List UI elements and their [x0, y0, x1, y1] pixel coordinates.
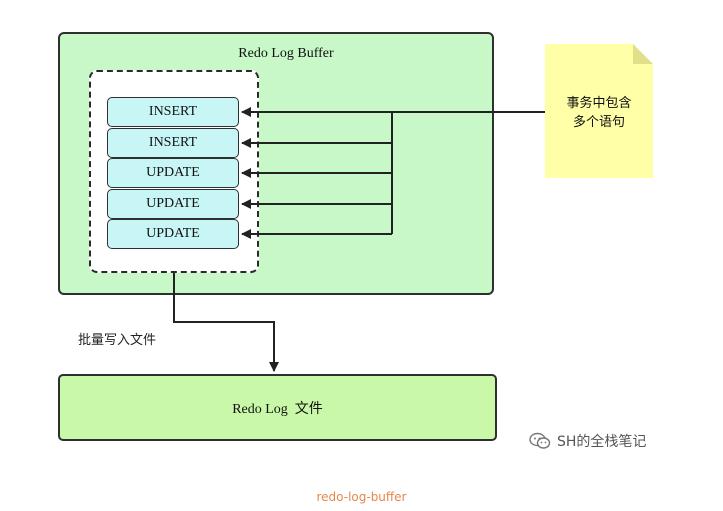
figure-caption: redo-log-buffer	[316, 490, 407, 504]
buffer-title: Redo Log Buffer	[238, 46, 334, 61]
write-label: 批量写入文件	[78, 333, 157, 348]
statement-box: INSERT	[107, 128, 239, 158]
transaction-note	[545, 44, 653, 178]
watermark: SH的全栈笔记	[529, 431, 646, 451]
wechat-icon	[529, 432, 551, 449]
statement-box: UPDATE	[107, 219, 239, 249]
statement-box: INSERT	[107, 97, 239, 127]
statement-box: UPDATE	[107, 189, 239, 219]
watermark-text: SH的全栈笔记	[557, 434, 647, 450]
note-text: 事务中包含 多个语句	[566, 96, 632, 130]
file-box-label: Redo Log 文件	[232, 401, 323, 417]
note-fold	[633, 44, 653, 64]
statement-box: UPDATE	[107, 158, 239, 188]
write-flow-arrow	[173, 273, 279, 372]
redo-log-file-box: Redo Log 文件	[58, 374, 497, 441]
